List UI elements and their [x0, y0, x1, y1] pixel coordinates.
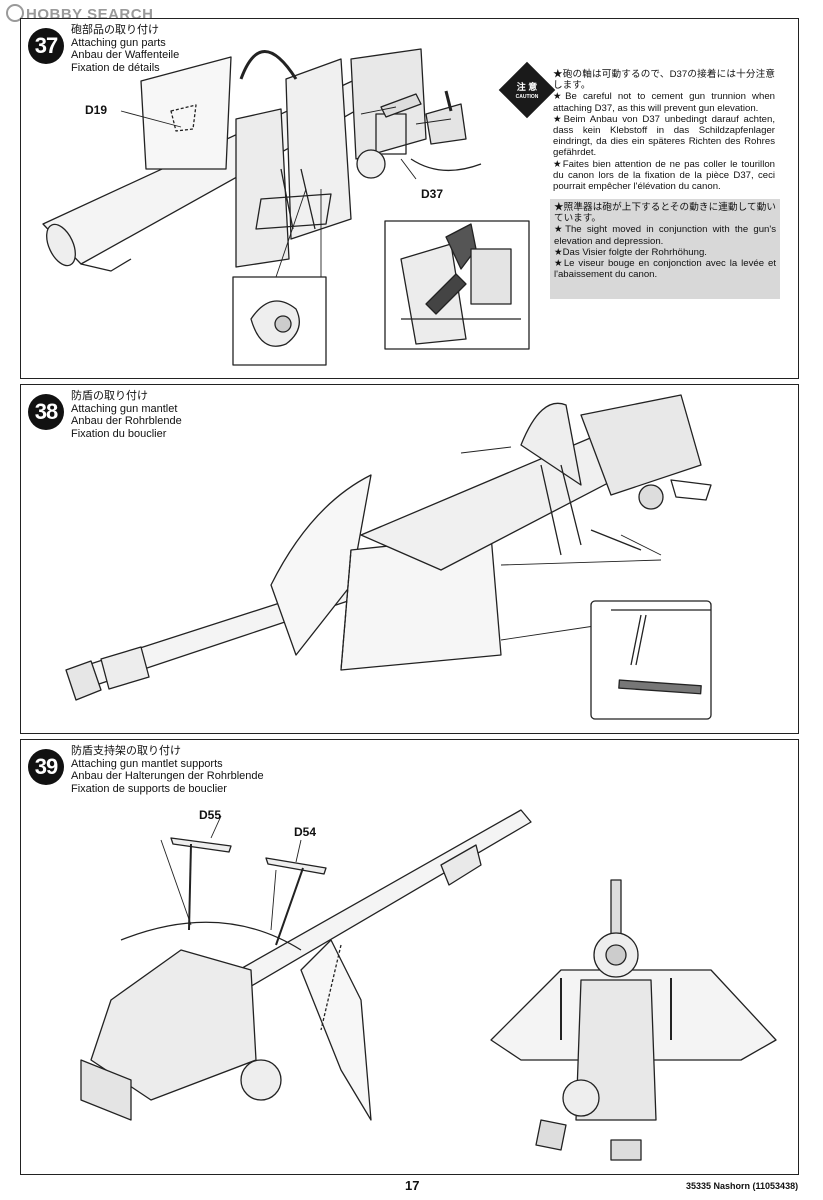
step-number: 38 [28, 394, 64, 430]
product-code: 35335 Nashorn (11053438) [686, 1181, 799, 1191]
title-fr: Fixation de détails [71, 61, 160, 74]
step-number: 39 [28, 749, 64, 785]
step-37-illustration [42, 48, 530, 366]
caution-note-jp: ★砲の軸は可動するので、D37の接着には十分注意します。 [553, 69, 775, 92]
caution-notes: ★砲の軸は可動するので、D37の接着には十分注意します。 ★Be careful… [553, 69, 775, 192]
title-jp: 防盾の取り付け [71, 390, 148, 402]
caution-note-en: ★Be careful not to cement gun trunnion w… [553, 91, 775, 114]
part-label-d54: D54 [294, 825, 317, 839]
info-note-en: ★The sight moved in conjunction with the… [554, 224, 776, 247]
hobby-search-logo-icon [6, 4, 24, 22]
title-en: Attaching gun mantlet supports [71, 757, 223, 770]
part-label-d37: D37 [421, 187, 444, 201]
info-note-jp: ★照準器は砲が上下するとその動きに連動して動いています。 [554, 202, 776, 225]
title-jp: 砲部品の取り付け [71, 24, 159, 36]
part-label-d55: D55 [199, 808, 222, 822]
caution-badge-text: 注 意 CAUTION [515, 82, 539, 100]
step-titles: 砲部品の取り付け Attaching gun parts Anbau der W… [71, 24, 179, 74]
step-38-panel: 38 防盾の取り付け Attaching gun mantlet Anbau d… [20, 384, 799, 734]
title-fr: Fixation du bouclier [71, 427, 167, 440]
title-en: Attaching gun mantlet [71, 402, 178, 415]
info-notes: ★照準器は砲が上下するとその動きに連動して動いています。 ★The sight … [550, 199, 780, 299]
caution-note-de: ★Beim Anbau von D37 unbedingt darauf ach… [553, 113, 775, 159]
title-jp: 防盾支持架の取り付け [71, 745, 181, 757]
info-note-fr: ★Le viseur bouge en conjonction avec la … [554, 258, 776, 281]
step-number: 37 [28, 28, 64, 64]
step-37-panel: 37 砲部品の取り付け Attaching gun parts Anbau de… [20, 18, 799, 379]
info-note-de: ★Das Visier folgte der Rohrhöhung. [554, 246, 707, 258]
title-de: Anbau der Rohrblende [71, 415, 182, 427]
title-de: Anbau der Waffenteile [71, 49, 180, 61]
step-38-illustration [65, 394, 712, 720]
step-39-panel: 39 防盾支持架の取り付け Attaching gun mantlet supp… [20, 739, 799, 1175]
title-de: Anbau der Halterungen der Rohrblende [71, 770, 264, 782]
step-39-illustration [80, 809, 777, 1161]
step-titles: 防盾の取り付け Attaching gun mantlet Anbau der … [71, 390, 182, 440]
page-number: 17 [405, 1178, 420, 1193]
caution-note-fr: ★Faites bien attention de ne pas coller … [553, 158, 775, 193]
part-label-d19: D19 [85, 103, 108, 117]
title-en: Attaching gun parts [71, 36, 166, 49]
step-titles: 防盾支持架の取り付け Attaching gun mantlet support… [71, 745, 264, 795]
title-fr: Fixation de supports de bouclier [71, 782, 227, 795]
